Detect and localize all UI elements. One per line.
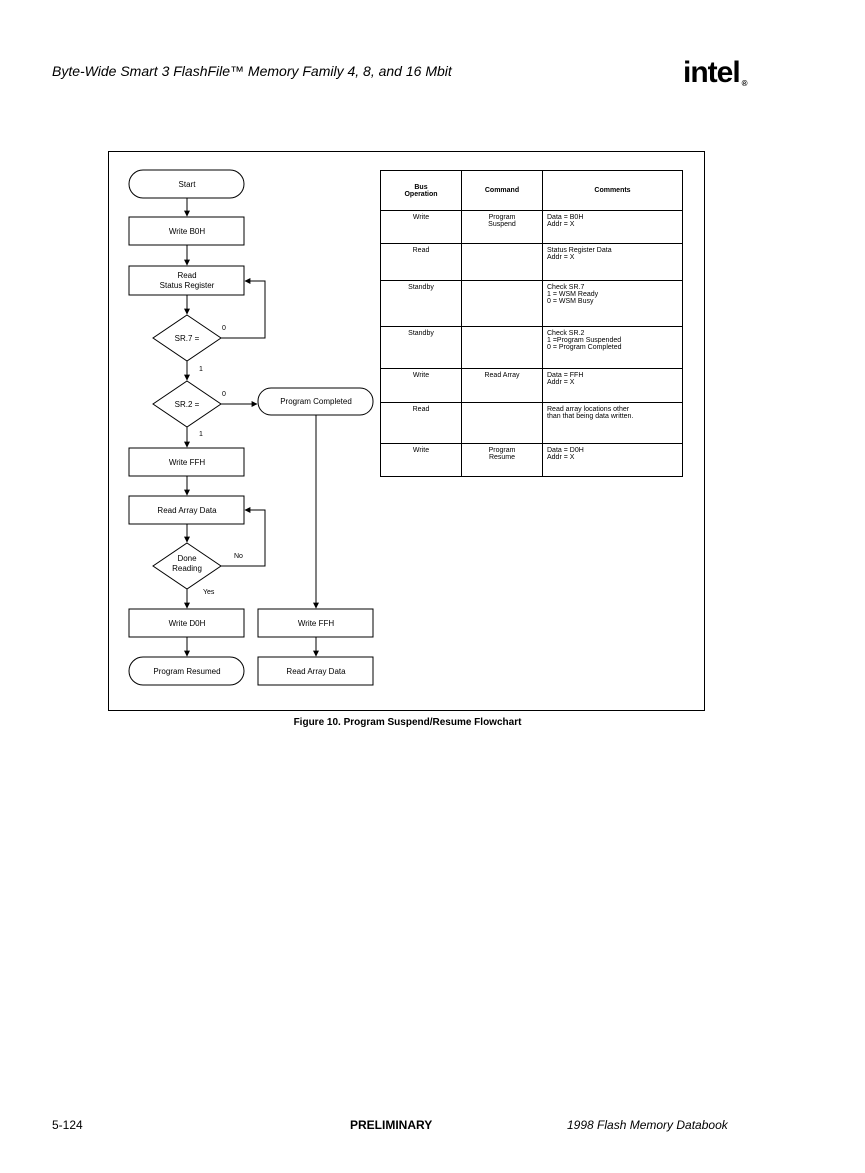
label-write-ffh-right: Write FFH bbox=[298, 619, 335, 628]
label-read-array-right: Read Array Data bbox=[286, 667, 346, 676]
cell-command: Program Resume bbox=[461, 443, 543, 477]
label-read-array-left: Read Array Data bbox=[157, 506, 217, 515]
label-write-d0h: Write D0H bbox=[169, 619, 206, 628]
table-row: Read Read array locations other than tha… bbox=[380, 402, 683, 444]
label-yes: Yes bbox=[203, 589, 215, 596]
intel-logo: intel® bbox=[683, 56, 748, 89]
footer-page-number: 5-124 bbox=[52, 1118, 83, 1132]
header-command: Command bbox=[461, 170, 543, 211]
label-start: Start bbox=[179, 180, 197, 189]
command-table: Bus Operation Command Comments Write Pro… bbox=[380, 170, 683, 477]
cell-command bbox=[461, 402, 543, 444]
footer-book-title: 1998 Flash Memory Databook bbox=[567, 1118, 728, 1132]
program-resumed-terminator bbox=[128, 656, 245, 686]
table-row: Write Read Array Data = FFH Addr = X bbox=[380, 368, 683, 403]
read-array-right-box bbox=[257, 656, 374, 686]
cell-bus: Write bbox=[380, 368, 462, 403]
logo-text: intel bbox=[683, 56, 741, 89]
cell-command: Program Suspend bbox=[461, 210, 543, 244]
figure-caption: Figure 10. Program Suspend/Resume Flowch… bbox=[293, 717, 522, 728]
label-write-ffh-left: Write FFH bbox=[169, 458, 206, 467]
label-done-1: Done bbox=[177, 554, 197, 563]
footer-status: PRELIMINARY bbox=[350, 1118, 433, 1132]
cell-command bbox=[461, 280, 543, 327]
label-done-2: Reading bbox=[172, 564, 202, 573]
table-row: Standby Check SR.2 1 =Program Suspended … bbox=[380, 326, 683, 369]
label-write-b0h: Write B0H bbox=[169, 227, 206, 236]
cell-comments: Data = D0H Addr = X bbox=[542, 443, 683, 477]
table-row: Write Program Resume Data = D0H Addr = X bbox=[380, 443, 683, 477]
cell-comments: Data = FFH Addr = X bbox=[542, 368, 683, 403]
cell-comments: Status Register Data Addr = X bbox=[542, 243, 683, 281]
cell-bus: Read bbox=[380, 402, 462, 444]
cell-bus: Write bbox=[380, 210, 462, 244]
label-sr2-zero: 0 bbox=[222, 391, 226, 398]
label-read-status-1: Read bbox=[177, 271, 196, 280]
cell-comments: Check SR.2 1 =Program Suspended 0 = Prog… bbox=[542, 326, 683, 369]
label-sr2: SR.2 = bbox=[175, 400, 200, 409]
label-read-status-2: Status Register bbox=[160, 281, 215, 290]
cell-bus: Standby bbox=[380, 326, 462, 369]
cell-comments: Data = B0H Addr = X bbox=[542, 210, 683, 244]
table-row: Read Status Register Data Addr = X bbox=[380, 243, 683, 281]
header-title: Byte-Wide Smart 3 FlashFile™ Memory Fami… bbox=[52, 63, 452, 79]
label-no: No bbox=[234, 553, 243, 560]
loop-sr7-zero bbox=[221, 278, 266, 339]
header-bus-operation: Bus Operation bbox=[380, 170, 462, 211]
cell-comments: Read array locations other than that bei… bbox=[542, 402, 683, 444]
cell-command: Read Array bbox=[461, 368, 543, 403]
cell-bus: Write bbox=[380, 443, 462, 477]
label-program-completed: Program Completed bbox=[280, 397, 352, 406]
table-header-row: Bus Operation Command Comments bbox=[380, 170, 683, 211]
header-comments: Comments bbox=[542, 170, 683, 211]
cell-bus: Read bbox=[380, 243, 462, 281]
label-sr2-one: 1 bbox=[199, 431, 203, 438]
figure-frame bbox=[108, 151, 705, 711]
cell-command bbox=[461, 326, 543, 369]
label-sr7-one: 1 bbox=[199, 366, 203, 373]
label-sr7: SR.7 = bbox=[175, 334, 200, 343]
cell-command bbox=[461, 243, 543, 281]
cell-comments: Check SR.7 1 = WSM Ready 0 = WSM Busy bbox=[542, 280, 683, 327]
loop-done-no bbox=[221, 507, 266, 567]
label-program-resumed: Program Resumed bbox=[153, 667, 220, 676]
table-row: Standby Check SR.7 1 = WSM Ready 0 = WSM… bbox=[380, 280, 683, 327]
label-sr7-zero: 0 bbox=[222, 325, 226, 332]
table-row: Write Program Suspend Data = B0H Addr = … bbox=[380, 210, 683, 244]
cell-bus: Standby bbox=[380, 280, 462, 327]
